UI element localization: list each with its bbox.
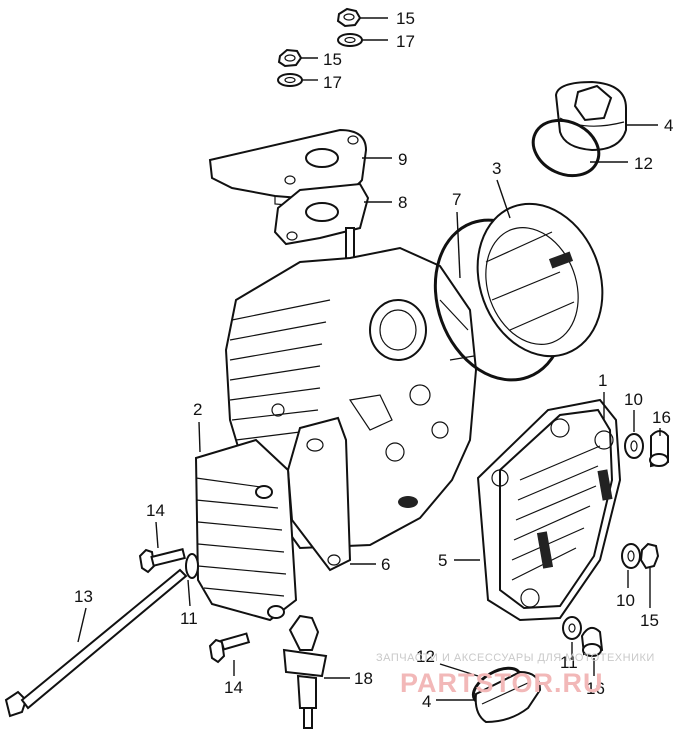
label-15-top: 15 (396, 9, 415, 28)
watermark: ЗАПЧАСТИ И АКСЕССУАРЫ ДЛЯ МОТОТЕХНИКИ PA… (376, 652, 655, 698)
label-14-upper: 14 (146, 501, 165, 520)
label-7: 7 (452, 190, 461, 209)
spark-plug-18 (282, 614, 328, 729)
label-2: 2 (193, 400, 202, 419)
gasket-6 (286, 416, 352, 572)
washer-17-top (337, 33, 363, 47)
label-17-second: 17 (323, 73, 342, 92)
label-5: 5 (438, 551, 447, 570)
label-14-lower: 14 (224, 678, 243, 697)
gasket-8 (273, 182, 370, 246)
label-3: 3 (492, 159, 501, 178)
watermark-brand: PARTSTOR.RU (400, 668, 604, 698)
label-15-second: 15 (323, 50, 342, 69)
nut-15-second (277, 48, 303, 68)
label-13: 13 (74, 587, 93, 606)
label-10-upper: 10 (624, 390, 643, 409)
label-4-top: 4 (664, 116, 673, 135)
cap-nut-16-upper (649, 430, 669, 468)
label-11-right: 11 (560, 653, 578, 672)
stud-bolt-13 (4, 568, 188, 718)
nut-15-lower (639, 542, 660, 570)
label-6: 6 (381, 555, 390, 574)
washer-17-second (277, 73, 303, 87)
label-9: 9 (398, 150, 407, 169)
washer-10-lower (621, 543, 641, 569)
label-18: 18 (354, 669, 373, 688)
bolt-14-lower (208, 632, 251, 664)
label-16-upper: 16 (652, 408, 671, 427)
label-11-left: 11 (180, 609, 198, 628)
leader-lines (77, 17, 661, 701)
label-17-top: 17 (396, 32, 415, 51)
tappet-cap-4-top (554, 80, 627, 152)
label-15-lower: 15 (640, 611, 659, 630)
label-10-lower: 10 (616, 591, 635, 610)
nut-15-top (336, 7, 362, 28)
label-12-bottom: 12 (416, 647, 435, 666)
label-8: 8 (398, 193, 407, 212)
label-12-top: 12 (634, 154, 653, 173)
side-cover-1 (491, 408, 614, 610)
washer-10-upper (624, 433, 644, 459)
label-1: 1 (598, 371, 607, 390)
washer-11-left (185, 553, 199, 579)
washer-11-right (562, 616, 582, 640)
cylinder-2 (194, 438, 298, 622)
cap-nut-16-lower (580, 626, 604, 657)
watermark-caption: ЗАПЧАСТИ И АКСЕССУАРЫ ДЛЯ МОТОТЕХНИКИ (376, 652, 655, 664)
label-4-bottom: 4 (422, 692, 431, 711)
manifold-plate-9 (208, 128, 368, 207)
part-labels: 15 17 15 17 4 12 9 8 7 3 1 2 5 6 10 16 1… (74, 9, 673, 711)
cam-cover-3 (476, 202, 604, 358)
bolt-14-upper (138, 548, 186, 574)
tappet-cap-4-bottom (474, 670, 542, 724)
label-16-lower: 16 (586, 679, 605, 698)
